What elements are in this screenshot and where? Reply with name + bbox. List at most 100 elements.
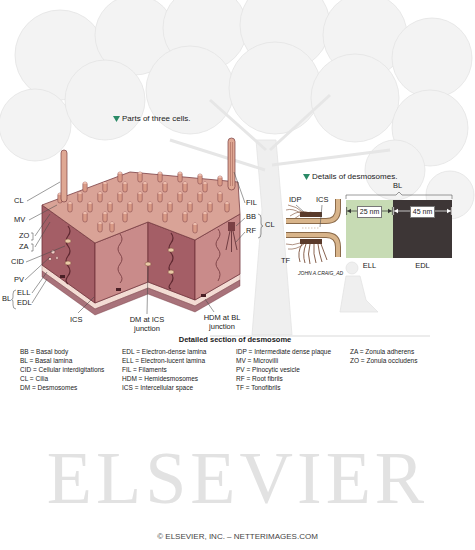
abbreviation-key: ICS = Intercellular space — [122, 384, 193, 391]
desmosome-detail-part — [300, 239, 322, 244]
abbreviation-key-holder: BB = Basal body — [20, 348, 68, 355]
leader-lines-part — [35, 214, 50, 236]
part-label-holder: CID — [11, 258, 24, 267]
part-label-holder: PV — [14, 276, 24, 285]
abbreviation-key: PV = Pinocytic vesicle — [236, 366, 300, 373]
epithelial-block-part-part — [110, 222, 114, 232]
epithelial-block-part-part — [123, 182, 127, 192]
abbreviation-key-holder: CID = Cellular interdigitations — [20, 366, 104, 373]
epithelial-block-part — [66, 226, 70, 284]
abbreviation-key-holder: ZO = Zonula occludens — [350, 357, 417, 364]
epithelial-block-part-part — [178, 172, 182, 182]
epithelial-block-part-part — [208, 202, 212, 212]
part-label: HDM at BL junction — [196, 314, 248, 331]
dimension-label: 25 nm — [357, 206, 382, 218]
abbreviation-key: ZO = Zonula occludens — [350, 357, 417, 364]
epithelial-block-part — [228, 222, 235, 231]
desmosome-detail-part — [302, 228, 320, 229]
section-heading-holder: Details of desmosomes. — [312, 172, 397, 181]
part-label-holder: CL — [265, 221, 275, 230]
abbreviation-key: IDP = Intermediate dense plaque — [236, 348, 331, 355]
epithelial-block-part-part — [65, 261, 71, 265]
leader-lines-part — [32, 279, 47, 303]
epithelial-block-part-part — [60, 275, 65, 278]
dimension-line — [393, 207, 394, 215]
desmosome-detail-part — [286, 235, 338, 257]
abbreviation-key-holder: ICS = Intercellular space — [122, 384, 193, 391]
epithelial-block-part — [228, 138, 235, 190]
abbreviation-key: ELL = Electron-lucent lamina — [122, 357, 205, 364]
epithelial-block-part — [65, 239, 174, 274]
leader-lines-part — [78, 297, 94, 313]
part-label: CL — [14, 197, 24, 206]
desmosome-detail-part — [300, 212, 322, 217]
layer-label: EDL — [393, 261, 452, 271]
part-label: FIL — [246, 199, 257, 208]
leader-lines-part — [346, 192, 452, 199]
abbreviation-key: ZA = Zonula adherens — [350, 348, 414, 355]
leader-lines-part — [236, 232, 245, 242]
leader-lines-part — [205, 299, 214, 312]
section-heading: Details of desmosomes. — [312, 172, 397, 181]
copyright-line-holder: © ELSEVIER, INC. – NETTERIMAGES.COM — [0, 532, 475, 541]
epithelial-block-part — [61, 150, 67, 202]
leader-lines-part — [258, 214, 263, 238]
leader-lines-part — [234, 172, 245, 203]
watermark-holder: ELSEVIER — [0, 436, 475, 521]
epithelial-block-part-part — [168, 270, 174, 274]
leader-lines-part — [25, 257, 50, 280]
part-label: BL — [393, 182, 402, 191]
epithelial-block-part-part — [88, 202, 92, 212]
epithelial-block-part-part — [123, 212, 127, 222]
epithelial-block-part-part — [116, 288, 121, 291]
epithelial-block-part-part — [103, 182, 107, 192]
epithelial-block-part-part — [198, 174, 202, 184]
epithelial-block-part-part — [78, 192, 82, 202]
epithelial-block-part-part — [225, 202, 229, 212]
part-label-holder: BL — [2, 295, 11, 304]
dimension-line — [346, 207, 347, 215]
abbreviation-key-holder: ELL = Electron-lucent lamina — [122, 357, 205, 364]
leader-lines — [12, 172, 453, 314]
part-label-holder: DM at ICS junction — [124, 316, 170, 333]
abbreviation-key: DM = Desmosomes — [20, 384, 77, 391]
epithelial-block-part — [231, 142, 233, 186]
caption-holder: Detailed section of desmosome — [140, 336, 330, 345]
part-label: CID — [11, 258, 24, 267]
epithelial-block-part-part — [193, 223, 197, 233]
epithelial-block-part-part — [158, 172, 162, 182]
heading-marker — [113, 116, 310, 180]
epithelial-block-part-part — [108, 202, 112, 212]
epithelial-block-part-part — [65, 239, 71, 243]
epithelial-block-part-part — [158, 192, 162, 202]
epithelial-block-part — [216, 229, 220, 281]
leader-lines-part — [147, 267, 148, 314]
part-label: ELL — [17, 289, 30, 298]
part-label: MV — [14, 216, 25, 225]
arrowhead — [347, 209, 351, 213]
part-label: ICS — [70, 316, 83, 325]
part-label-holder: RF — [246, 227, 256, 236]
epithelial-block-part-part — [83, 212, 87, 222]
abbreviation-key: CID = Cellular interdigitations — [20, 366, 104, 373]
leader-lines-part — [31, 244, 33, 251]
part-label: TF — [281, 257, 290, 266]
part-label: EDL — [17, 299, 32, 308]
part-label: BB — [246, 213, 256, 222]
epithelial-block-part — [60, 275, 206, 297]
watermark-tree-part — [0, 89, 71, 161]
abbreviation-key: MV = Microvilli — [236, 357, 278, 364]
leader-lines-part — [35, 222, 50, 247]
abbreviation-key: BB = Basal body — [20, 348, 68, 355]
lamina-layer-box: 45 nmEDL — [393, 200, 452, 258]
epithelial-block-part-part — [56, 257, 59, 260]
epithelial-block-part-part — [98, 192, 102, 202]
watermark-tree-part — [392, 18, 472, 98]
part-label: DM at ICS junction — [124, 316, 170, 333]
part-label-holder: ZO — [19, 232, 29, 241]
artist-signature: JOHN A.CRAIG_AD — [298, 271, 343, 277]
epithelial-block-part-part — [128, 202, 132, 212]
copyright-line: © ELSEVIER, INC. – NETTERIMAGES.COM — [0, 532, 475, 541]
part-label: RF — [246, 227, 256, 236]
